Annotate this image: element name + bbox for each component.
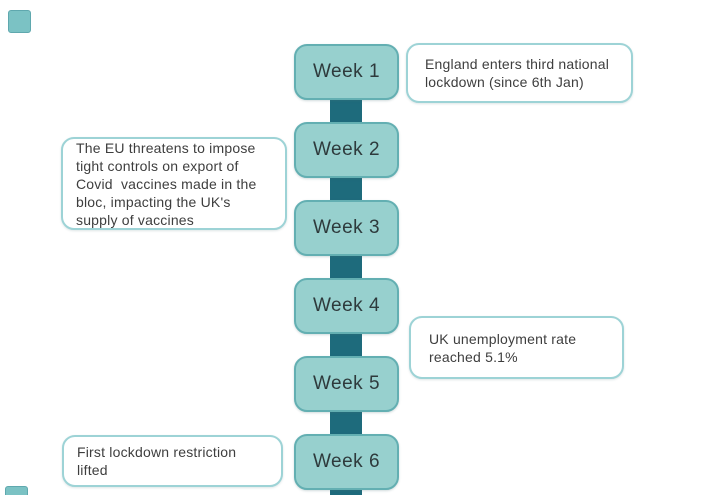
timeline-node-week-5: Week 5	[294, 356, 399, 412]
timeline-node-week-1: Week 1	[294, 44, 399, 100]
week-3-label: Week 3	[312, 217, 381, 238]
week-1-label: Week 1	[312, 61, 381, 82]
timeline-node-week-6: Week 6	[294, 434, 399, 490]
timeline-node-week-4: Week 4	[294, 278, 399, 334]
callout-eu-vaccine-export-text: The EU threatens to impose tight control…	[76, 139, 257, 228]
corner-accent-square-bottom	[5, 486, 28, 495]
timeline-node-week-2: Week 2	[294, 122, 399, 178]
week-4-label: Week 4	[312, 295, 381, 316]
callout-first-lockdown-lifted-text: First lockdown restriction lifted	[77, 444, 237, 478]
week-6-label: Week 6	[312, 451, 381, 472]
week-2-label: Week 2	[312, 139, 381, 160]
week-5-label: Week 5	[312, 373, 381, 394]
callout-england-lockdown: England enters third national lockdown (…	[406, 43, 633, 103]
callout-england-lockdown-text: England enters third national lockdown (…	[425, 56, 610, 90]
callout-uk-unemployment: UK unemployment rate reached 5.1%	[409, 316, 624, 379]
callout-first-lockdown-lifted: First lockdown restriction lifted	[62, 435, 283, 487]
callout-eu-vaccine-export: The EU threatens to impose tight control…	[61, 137, 287, 230]
corner-accent-square-top	[8, 10, 31, 33]
timeline-node-week-3: Week 3	[294, 200, 399, 256]
callout-uk-unemployment-text: UK unemployment rate reached 5.1%	[429, 330, 577, 365]
